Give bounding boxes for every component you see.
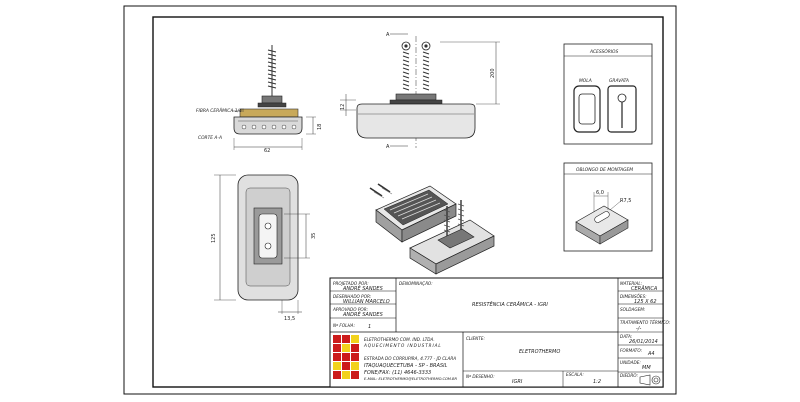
dim-radius: R7,5 (620, 198, 631, 204)
top-view (214, 174, 310, 314)
section-label: CORTE A-A (198, 135, 222, 141)
data-label: DATA: (620, 334, 633, 339)
dim-height-200: 200 (490, 68, 496, 78)
escala-label: ESCALA: (566, 372, 584, 377)
soldagem-label: SOLDAGEM: (620, 307, 646, 312)
section-mark-top: A (386, 32, 390, 38)
escala-value: 1:2 (593, 379, 601, 385)
company-email: E-MAIL: ELETROTHERMO@ELETROTHERMO.COM.BR (364, 377, 457, 381)
dim-height-18: 18 (317, 124, 323, 130)
desenhado-value: WILLIAN MARCELO (343, 299, 390, 305)
title-block (329, 277, 664, 388)
aprovado-value: ANDRÉ SANDES (342, 310, 384, 318)
unidade-label: UNIDADE: (620, 360, 641, 365)
dim-width-62: 62 (264, 148, 270, 154)
data-value: 26/01/2014 (629, 339, 658, 345)
company-address-2: ITAQUAQUECETUBA - SP - BRASIL (364, 363, 448, 369)
desenho-label: Nº DESENHO: (466, 374, 495, 379)
projetado-value: ANDRÉ SANDES (342, 284, 384, 292)
sheet-outer-border (123, 5, 677, 395)
section-mark-bottom: A (386, 144, 390, 150)
cliente-label: CLIENTE: (466, 336, 485, 341)
material-label: MATERIAL: (620, 281, 643, 286)
accessory-gravata-label: GRAVATA (609, 78, 629, 84)
dimensoes-label: DIMENSÕES: (620, 294, 647, 299)
diedro-label: DIEDRO: (620, 373, 639, 378)
company-name: ELETROTHERMO COM. IND. LTDA. (364, 337, 435, 342)
accessory-mola-label: MOLA (579, 78, 592, 84)
tratamento-termico-value: -/- (636, 326, 641, 332)
material-value: CERÂMICA (631, 285, 658, 292)
tratamento-termico-label: TRATAMENTO TÉRMICO: (620, 320, 671, 325)
denominacao-label: DENOMINAÇÃO: (399, 281, 433, 286)
desenhado-label: DESENHADO POR: (333, 294, 372, 299)
dim-height-12: 12 (340, 104, 346, 110)
accessories-title: ACESSÓRIOS (589, 48, 619, 55)
projetado-label: PROJETADO POR: (333, 281, 369, 286)
diedro-icon (639, 374, 661, 386)
section-view-a-a (232, 45, 316, 150)
dim-width-35: 35 (311, 233, 317, 239)
isometric-top-view (409, 200, 495, 275)
formato-value: A4 (647, 351, 655, 357)
front-view (340, 33, 500, 148)
dim-slot-6: 6,0 (596, 190, 604, 196)
company-logo (333, 335, 359, 379)
cliente-value: ELETROTHERMO (519, 349, 560, 355)
aprovado-label: APROVADO POR: (332, 307, 369, 312)
dim-offset-13-5: 13,5 (284, 316, 295, 322)
isometric-underside-view (369, 183, 457, 243)
dim-length-125: 125 (211, 233, 217, 243)
oblong-mounting-box (563, 162, 653, 252)
formato-label: FORMATO: (620, 348, 643, 353)
fiber-label: FIBRA CERÂMICA 1/4" (196, 107, 244, 114)
folha-label: Nº FOLHA: (333, 323, 356, 328)
accessories-box (563, 43, 653, 145)
company-address-1: ESTRADA DO CORRUPIRA, 4.777 - JD CLARA (364, 356, 456, 361)
company-sub: AQUECIMENTO INDUSTRIAL (363, 343, 442, 348)
desenho-value: IGRI (512, 379, 523, 385)
folha-value: 1 (368, 324, 371, 330)
company-phone: FONE/FAX: (11) 4646-3333 (364, 370, 431, 376)
denominacao-value: RESISTÊNCIA CERÂMICA - IGRI (472, 300, 548, 308)
unidade-value: MM (642, 365, 651, 371)
oblong-title: OBLONGO DE MONTAGEM (576, 167, 633, 173)
dimensoes-value: 125 X 62 (634, 299, 657, 305)
